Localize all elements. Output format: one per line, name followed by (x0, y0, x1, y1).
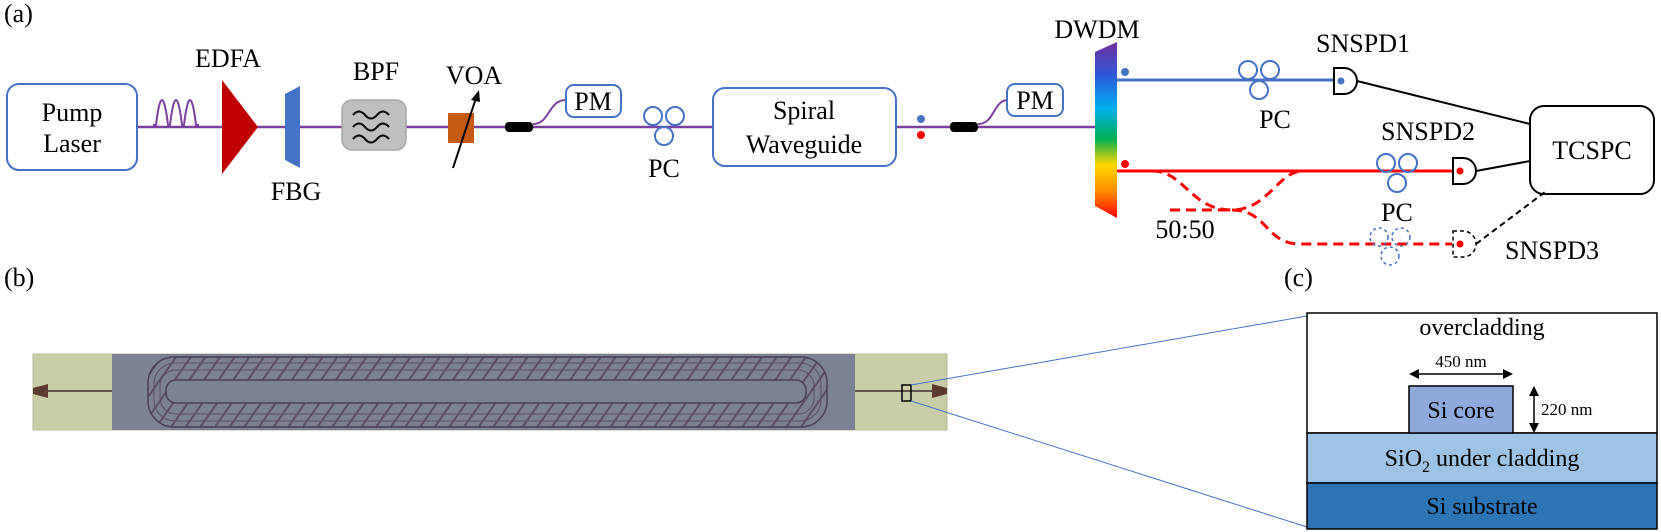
idler-photon-dot (917, 115, 925, 123)
pump-laser-label-1: Pump (42, 98, 103, 127)
width-arrow-right-icon (1503, 369, 1513, 379)
panel-label-c: (c) (1284, 263, 1313, 292)
snspd1-detector-icon (1333, 67, 1358, 95)
width-label: 450 nm (1435, 352, 1486, 371)
cross-section (1306, 312, 1658, 530)
height-arrow-bottom-icon (1529, 423, 1539, 433)
fbg-label: FBG (271, 177, 322, 206)
bpf-filter-icon (341, 99, 407, 151)
height-label: 220 nm (1541, 400, 1592, 419)
zoom-line-bottom (910, 400, 1308, 528)
power-meter-box (565, 84, 622, 118)
spiral-chip-image (32, 353, 948, 431)
voa-arrow-line (452, 97, 477, 169)
pc-dashed-icon (1369, 227, 1411, 266)
idler-dot (1121, 68, 1129, 76)
fiber-coupler-icon (505, 122, 533, 132)
zoom-region-box (901, 384, 912, 402)
si-core-box (1408, 385, 1514, 434)
voa-label: VOA (446, 61, 503, 90)
edfa-label: EDFA (195, 44, 261, 73)
dwdm-label: DWDM (1054, 15, 1139, 44)
pc-lower-label: PC (1381, 198, 1413, 227)
splitter-lower-arm (1231, 208, 1452, 246)
tcspc-box (1529, 105, 1655, 195)
pc-lower-icon (1376, 153, 1418, 193)
snspd2-cable-line (1475, 160, 1531, 172)
power-meter-2-box (1006, 83, 1064, 117)
panel-label-a: (a) (4, 0, 33, 28)
edfa-amplifier-icon (222, 80, 258, 174)
panel-label-b: (b) (4, 263, 34, 292)
height-arrow-top-icon (1529, 386, 1539, 396)
zoom-line-top (910, 315, 1308, 386)
spiral-label-1: Spiral (773, 96, 835, 125)
polarization-controller-icon (643, 106, 685, 146)
fbg-grating-icon (285, 86, 300, 168)
power-meter-2-label: PM (1016, 86, 1054, 115)
splitter-label: 50:50 (1155, 215, 1214, 244)
snspd3-cable-line (1475, 191, 1546, 245)
snspd1-cable-line (1356, 80, 1531, 125)
fiber-coupler-2-icon (950, 122, 978, 132)
tcspc-label: TCSPC (1552, 136, 1632, 165)
width-arrow-left-icon (1409, 369, 1419, 379)
pc-upper-label: PC (1259, 105, 1291, 134)
spiral-label-2: Waveguide (746, 130, 862, 159)
tap-fiber-2-line (977, 99, 1009, 125)
substrate-label: Si substrate (1426, 494, 1537, 520)
pump-laser: Pump Laser (6, 83, 138, 171)
signal-photon-dot (917, 131, 925, 139)
signal-dot (1121, 160, 1129, 168)
spiral-waveguide-box: Spiral Waveguide (712, 87, 897, 167)
splitter-upper-arc (1151, 169, 1304, 212)
under-cladding-label: SiO2 under cladding (1385, 446, 1580, 476)
snspd2-label: SNSPD2 (1381, 117, 1475, 146)
snspd3-detector-icon (1452, 230, 1477, 258)
pump-laser-label-2: Laser (43, 129, 101, 158)
voa-arrowhead-icon (471, 90, 480, 102)
pulse-train-icon (153, 98, 199, 126)
snspd2-detector-icon (1452, 157, 1477, 185)
dwdm-demux-icon (1095, 42, 1117, 218)
bpf-label: BPF (353, 57, 399, 86)
tap-fiber-line (532, 99, 567, 125)
pc-upper-icon (1238, 60, 1280, 100)
overcladding-label: overcladding (1419, 315, 1544, 341)
pc-label: PC (648, 154, 680, 183)
si-core-label: Si core (1427, 398, 1494, 424)
power-meter-label: PM (574, 87, 612, 116)
snspd3-label: SNSPD3 (1505, 236, 1599, 265)
snspd1-label: SNSPD1 (1316, 29, 1410, 58)
